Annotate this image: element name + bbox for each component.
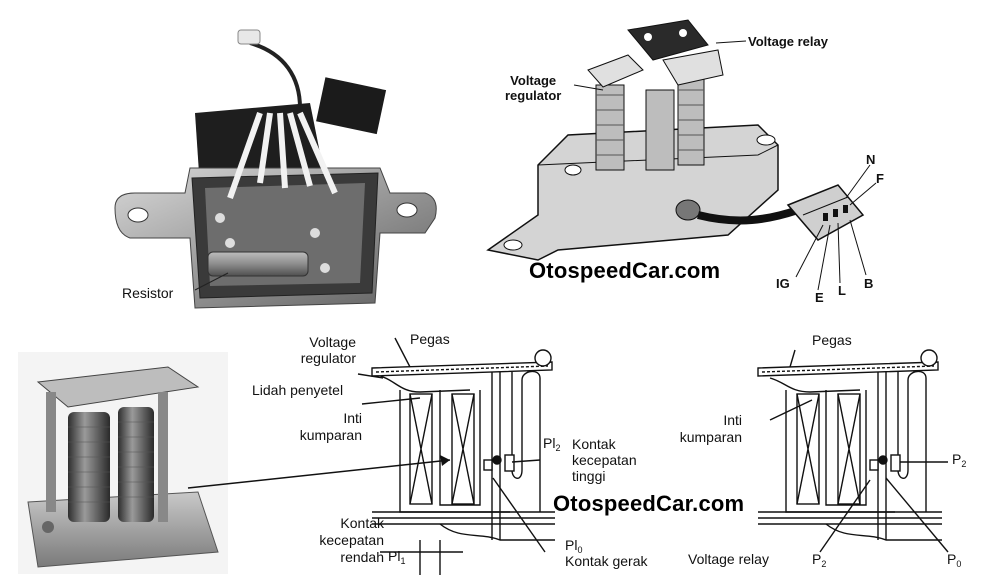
pl1-label: Pl1 [388, 549, 405, 569]
drawing-regulator-assembly [478, 15, 878, 295]
pl1-text: Pl [388, 548, 401, 564]
inti-kumparan-right-label: Inti kumparan [679, 412, 742, 445]
kontak-tinggi-label: Kontak kecepatan tinggi [572, 436, 637, 484]
watermark-bottom: OtospeedCar.com [553, 491, 745, 516]
pegas-right-label: Pegas [812, 332, 852, 348]
p0-bottom-text: P [947, 551, 957, 567]
voltage-relay-bottom-label: Voltage relay [688, 551, 769, 567]
terminal-f-label: F [876, 171, 884, 186]
voltage-relay-top-label: Voltage relay [748, 34, 828, 49]
inti-kumparan-left-label: Inti kumparan [299, 410, 362, 443]
terminal-l-label: L [838, 283, 846, 298]
terminal-n-label: N [866, 152, 876, 167]
p2-bottom-label: P2 [812, 552, 826, 572]
pl0-label: Pl0 [565, 538, 582, 558]
terminal-ig-label: IG [776, 276, 790, 291]
photo-regulator-resistor [110, 18, 440, 318]
p2-right-label: P2 [952, 452, 966, 472]
pl2-text: Pl [543, 435, 556, 451]
pl2-subscript: 2 [555, 443, 561, 453]
resistor-label: Resistor [122, 285, 174, 301]
kontak-rendah-label: Kontak kecepatan rendah [319, 515, 384, 565]
p2-bottom-subscript: 2 [821, 559, 827, 569]
voltage-regulator-mid-label: Voltage regulator [300, 334, 356, 366]
terminal-e-label: E [815, 290, 824, 305]
p2-right-subscript: 2 [961, 459, 967, 469]
p2-bottom-text: P [812, 551, 822, 567]
terminal-b-label: B [864, 276, 874, 291]
p2-right-text: P [952, 451, 962, 467]
kontak-gerak-label: Kontak gerak [565, 553, 648, 569]
photo-relay-coils [18, 352, 228, 574]
p0-bottom-label: P0 [947, 552, 961, 572]
pegas-left-label: Pegas [410, 331, 450, 347]
pl1-subscript: 1 [400, 556, 406, 566]
watermark-top: OtospeedCar.com [529, 258, 721, 283]
lidah-penyetel-label: Lidah penyetel [252, 382, 344, 398]
pl0-text: Pl [565, 537, 578, 553]
pl2-label: Pl2 [543, 436, 560, 456]
voltage-regulator-top-label: Voltage regulator [505, 73, 562, 103]
p0-bottom-subscript: 0 [956, 559, 962, 569]
pl0-subscript: 0 [577, 545, 583, 555]
